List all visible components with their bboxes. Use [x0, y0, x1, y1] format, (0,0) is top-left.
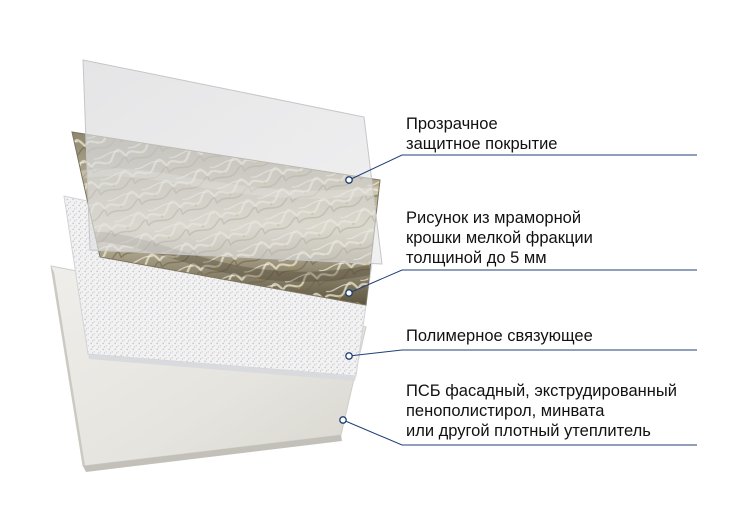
- label-line: или другой плотный утеплитель: [406, 422, 651, 440]
- label-line: Прозрачное: [406, 115, 498, 133]
- leader-insulation-board: [342, 419, 697, 446]
- label-polymer-binder: Полимерное связующее: [406, 326, 593, 346]
- leader-protective-coating: [348, 154, 697, 181]
- label-line: Полимерное связующее: [406, 327, 593, 345]
- leader-polymer-binder: [348, 349, 697, 357]
- label-protective-coating: Прозрачное защитное покрытие: [406, 114, 557, 154]
- label-line: пенополистирол, минвата: [406, 402, 605, 420]
- leader-marble-chip-pattern: [348, 269, 697, 294]
- leader-lines: [339, 154, 697, 446]
- marker-marble-chip-pattern: [345, 289, 353, 297]
- marker-protective-coating: [345, 176, 353, 184]
- label-marble-chip-pattern: Рисунок из мраморной крошки мелкой фракц…: [406, 208, 593, 268]
- label-line: ПСБ фасадный, экструдированный: [406, 382, 677, 400]
- label-insulation-board: ПСБ фасадный, экструдированный пенополис…: [406, 381, 677, 441]
- marker-polymer-binder: [345, 352, 353, 360]
- label-line: защитное покрытие: [406, 135, 558, 153]
- label-line: Рисунок из мраморной: [406, 209, 582, 227]
- label-line: крошки мелкой фракции: [406, 229, 593, 247]
- label-line: толщиной до 5 мм: [406, 249, 547, 267]
- marker-insulation-board: [339, 416, 347, 424]
- protective-coating-layer: [82, 59, 383, 265]
